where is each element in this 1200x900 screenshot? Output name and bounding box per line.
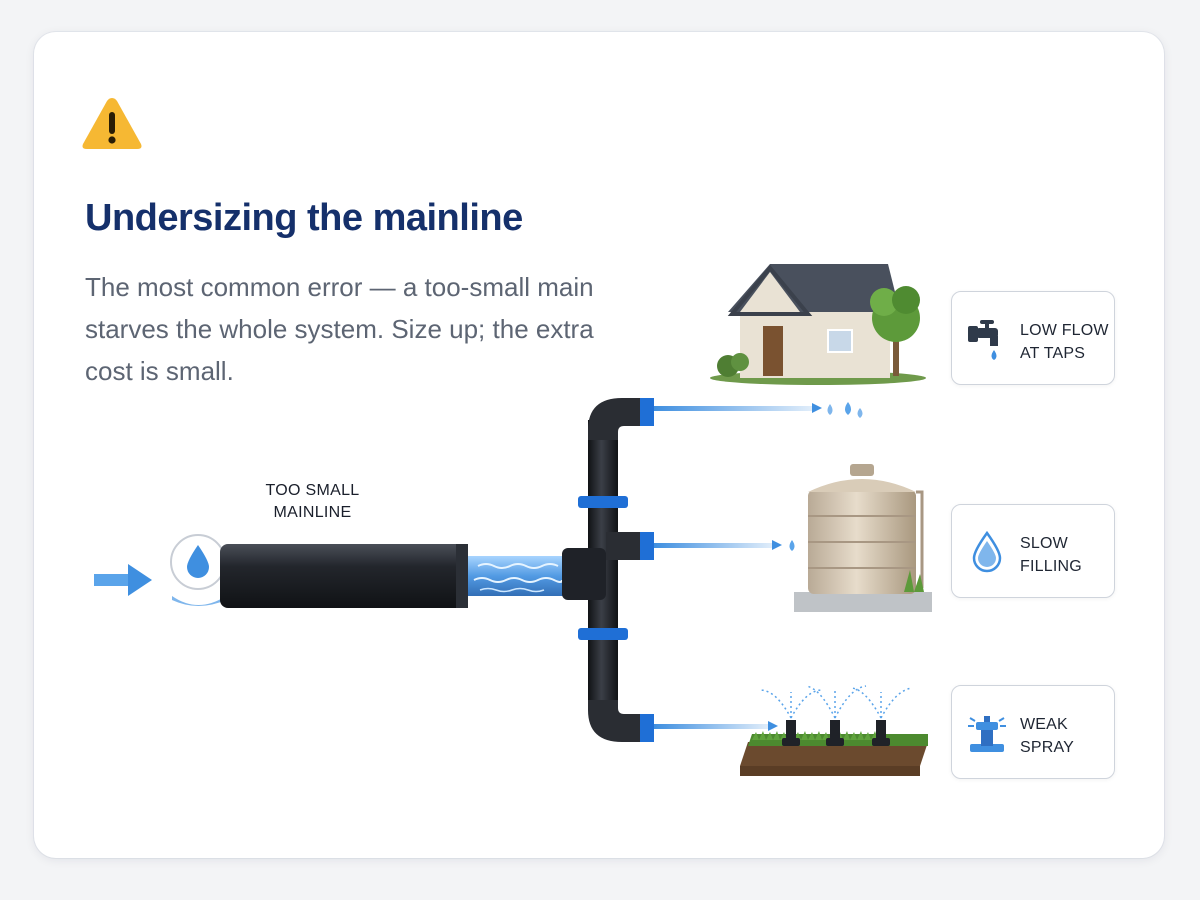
sprinkler-illustration [740, 685, 928, 776]
effect-line2: SPRAY [1020, 739, 1075, 756]
manifold [562, 398, 640, 742]
effect-line1: LOW FLOW [1020, 322, 1109, 339]
effect-line1: SLOW [1020, 535, 1068, 552]
warning-triangle-icon [82, 98, 142, 149]
inflow-arrow-icon [94, 564, 152, 596]
effect-box-slow-filling: SLOW FILLING [951, 504, 1115, 598]
pipe-label: TOO SMALL MAINLINE [250, 480, 375, 524]
water-drop-icon [972, 530, 1002, 573]
branch-outlets [640, 398, 654, 742]
pipe-label-line2: MAINLINE [273, 504, 352, 521]
effect-line1: WEAK [1020, 716, 1068, 733]
sprinkler-icon [968, 716, 1006, 752]
effect-line2: AT TAPS [1020, 345, 1086, 362]
pipe-label-line1: TOO SMALL [265, 482, 360, 499]
effect-box-low-flow: LOW FLOW AT TAPS [951, 291, 1115, 385]
main-pipe [220, 544, 568, 608]
effect-box-weak-spray: WEAK SPRAY [951, 685, 1115, 779]
water-source-badge [170, 534, 226, 606]
faucet-icon [968, 320, 998, 360]
weak-streams [654, 402, 863, 731]
water-tank-illustration [794, 464, 932, 612]
page-title: Undersizing the mainline [85, 197, 523, 239]
description: The most common error — a too-small main… [85, 272, 594, 386]
effect-line2: FILLING [1020, 558, 1082, 575]
house-illustration [710, 264, 926, 385]
